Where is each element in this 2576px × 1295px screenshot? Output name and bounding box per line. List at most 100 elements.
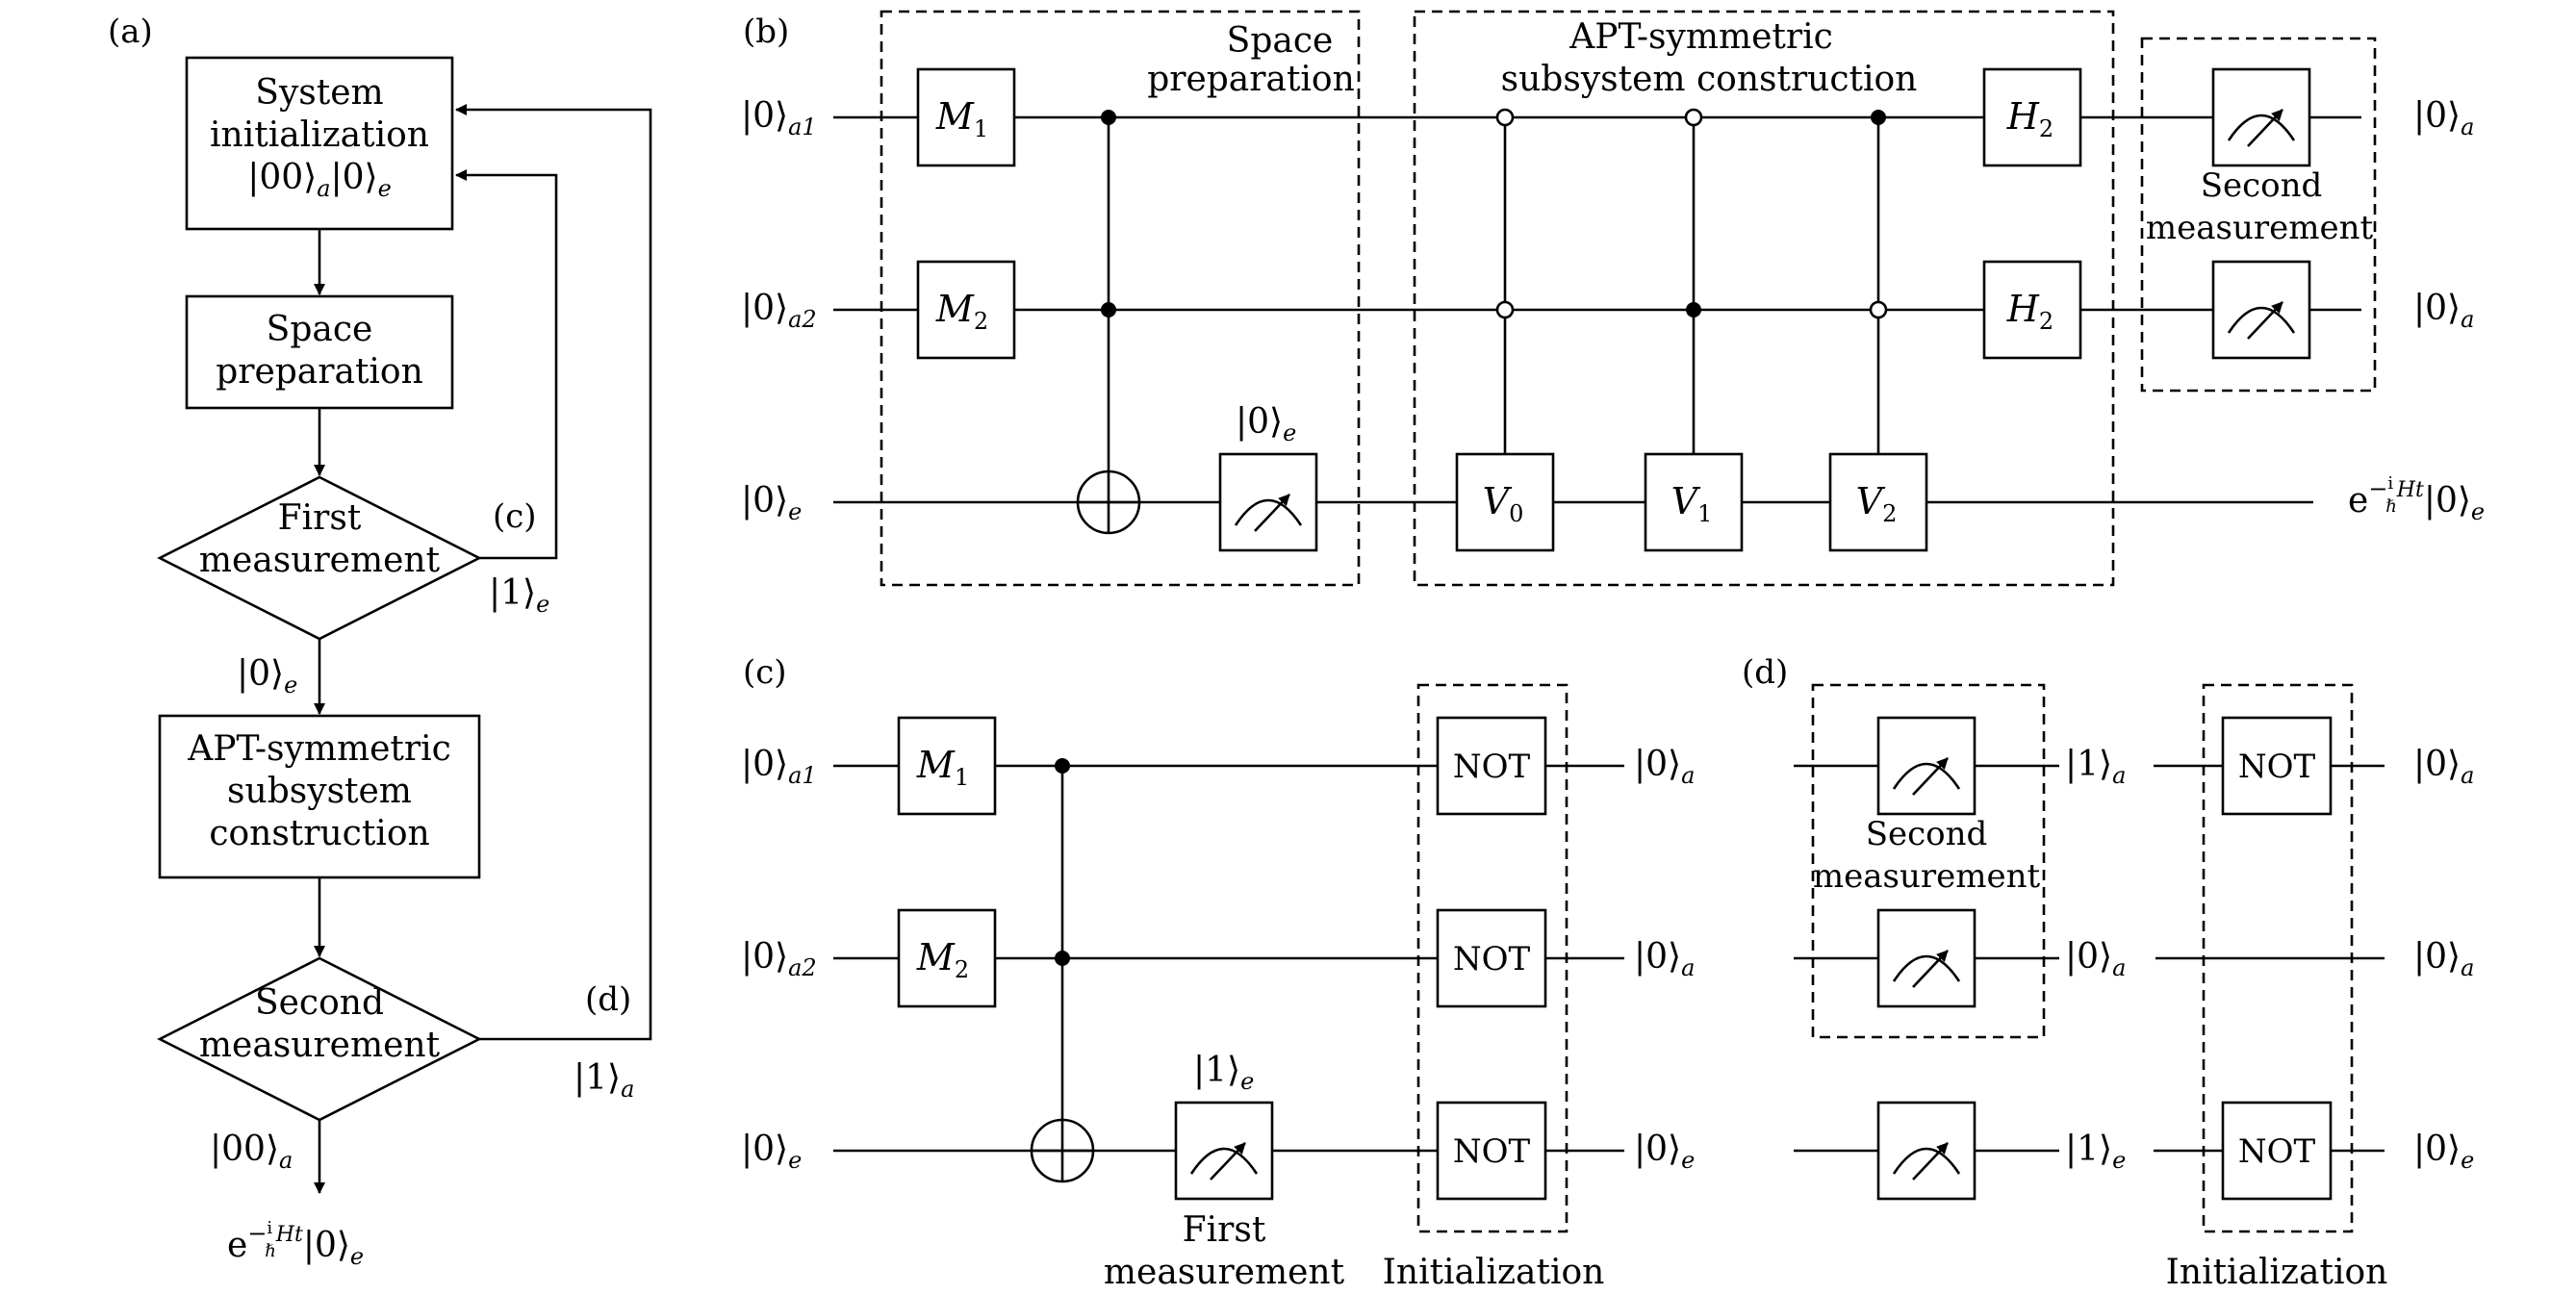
region-second-measurement bbox=[2140, 37, 2377, 393]
d-mid-a-top: |1⟩a bbox=[2065, 745, 2126, 789]
c-gate-m1-label: M1 bbox=[916, 744, 969, 791]
d-output-e: |0⟩e bbox=[2413, 1130, 2474, 1174]
meter-e-dial bbox=[1234, 498, 1303, 526]
d-mid-e: |1⟩e bbox=[2065, 1130, 2126, 1174]
d-meter-e-dial bbox=[1892, 1147, 1961, 1175]
d-meter-a1-needle bbox=[1912, 757, 1949, 796]
d-meter-a2 bbox=[1876, 908, 1977, 1008]
region-space-label-1: Space bbox=[1227, 21, 1334, 61]
c-input-e: |0⟩e bbox=[741, 1130, 802, 1174]
box-system-initialization bbox=[185, 56, 454, 231]
c-toffoli-control-a2 bbox=[1055, 951, 1070, 966]
loop-d-arrow bbox=[455, 104, 652, 1041]
gate-v1 bbox=[1644, 452, 1744, 552]
d-not-a1-label: NOT bbox=[2238, 748, 2316, 786]
d-region-init-label: Initialization bbox=[2166, 1253, 2388, 1292]
c-gate-m2 bbox=[897, 908, 997, 1008]
v1-control-a2 bbox=[1686, 302, 1701, 317]
output-a-bottom: |0⟩a bbox=[2413, 289, 2474, 333]
meter-e bbox=[1218, 452, 1318, 552]
d-mid-a-mid: |0⟩a bbox=[2065, 937, 2126, 981]
region-apt-label-1: APT-symmetric bbox=[1569, 17, 1833, 57]
outcome-0e: |0⟩e bbox=[237, 654, 297, 698]
gate-v0 bbox=[1455, 452, 1555, 552]
box-init-line1: System bbox=[255, 73, 383, 113]
v1-control-a1 bbox=[1684, 108, 1703, 127]
box-init-line2: initialization bbox=[210, 115, 429, 155]
d-meter-e bbox=[1876, 1101, 1977, 1201]
c-toffoli-control-a1 bbox=[1055, 758, 1070, 774]
meter-e-needle bbox=[1254, 494, 1290, 532]
panel-b-circuit: (b) |0⟩a1 |0⟩a2 |0⟩e Space preparation A… bbox=[741, 10, 2485, 587]
panel-b-tag: (b) bbox=[743, 13, 789, 51]
outcome-1e: |1⟩e bbox=[489, 573, 549, 618]
gate-h2-bottom bbox=[1982, 260, 2082, 360]
diamond-first-line1: First bbox=[278, 498, 362, 538]
panel-d-tag: (d) bbox=[1742, 653, 1788, 692]
panel-c-tag: (c) bbox=[743, 653, 787, 692]
c-output-e: |0⟩e bbox=[1634, 1130, 1695, 1174]
region-second-label-1: Second bbox=[2201, 166, 2323, 205]
panel-d-circuit: (d) Second measurement |1⟩a |0⟩a |1⟩e NO… bbox=[1742, 653, 2474, 1292]
d-region-second-measurement bbox=[1811, 683, 2046, 1039]
panel-c-circuit: (c) |0⟩a1 |0⟩a2 |0⟩e M1 M2 |1⟩e First me… bbox=[741, 653, 1695, 1292]
c-meter-e-needle bbox=[1210, 1142, 1246, 1181]
panel-a-flowchart: (a) System initialization |00⟩a|0⟩e Spac… bbox=[108, 13, 652, 1270]
gate-m1-label: M1 bbox=[935, 95, 988, 142]
gate-m2-label: M2 bbox=[935, 288, 988, 335]
region-second-label-2: measurement bbox=[2146, 209, 2374, 247]
region-apt-label-2: subsystem construction bbox=[1501, 60, 1918, 99]
c-not-a2 bbox=[1436, 908, 1547, 1008]
meter-a1-dial bbox=[2227, 114, 2296, 141]
c-gate-m1 bbox=[897, 716, 997, 816]
c-output-a-top: |0⟩a bbox=[1634, 745, 1695, 789]
toffoli-control-a2 bbox=[1101, 302, 1116, 317]
gate-h2-top bbox=[1982, 67, 2082, 167]
outcome-00a: |00⟩a bbox=[210, 1130, 293, 1174]
diamond-first-line2: measurement bbox=[199, 541, 441, 580]
region-space-label-2: preparation bbox=[1147, 60, 1355, 99]
d-meter-a1 bbox=[1876, 716, 1977, 816]
gate-v0-label: V0 bbox=[1483, 480, 1524, 527]
d-region-initialization bbox=[2202, 683, 2354, 1233]
input-a2: |0⟩a2 bbox=[741, 289, 817, 333]
box-apt-line2: subsystem bbox=[227, 772, 412, 811]
box-apt-line3: construction bbox=[209, 814, 429, 853]
gate-m2 bbox=[916, 260, 1016, 360]
box-space-line2: preparation bbox=[216, 352, 423, 392]
meter-a2-dial bbox=[2227, 306, 2296, 334]
v2-control-a1 bbox=[1871, 110, 1886, 125]
c-gate-m2-label: M2 bbox=[916, 936, 969, 983]
c-meter-e-dial bbox=[1189, 1147, 1259, 1175]
meter-a2 bbox=[2211, 260, 2311, 360]
box-init-state: |00⟩a|0⟩e bbox=[247, 158, 392, 202]
d-region-second-label-2: measurement bbox=[1813, 857, 2041, 896]
region-apt-construction bbox=[1413, 10, 2115, 587]
input-a1: |0⟩a1 bbox=[741, 96, 817, 140]
d-meter-e-needle bbox=[1912, 1142, 1949, 1181]
v0-control-a2 bbox=[1495, 300, 1515, 319]
gate-v1-label: V1 bbox=[1671, 480, 1713, 527]
d-output-a-mid: |0⟩a bbox=[2413, 937, 2474, 981]
c-not-a1-label: NOT bbox=[1453, 748, 1531, 786]
gate-v2 bbox=[1828, 452, 1928, 552]
c-meter-caption-1: First bbox=[1183, 1210, 1266, 1250]
outcome-1a: |1⟩a bbox=[574, 1058, 634, 1103]
c-not-e bbox=[1436, 1101, 1547, 1201]
v2-control-a2 bbox=[1869, 300, 1888, 319]
loop-c-arrow bbox=[455, 169, 558, 560]
d-region-second-label-1: Second bbox=[1866, 815, 1988, 853]
box-space-preparation bbox=[185, 294, 454, 410]
region-space-preparation bbox=[880, 10, 1361, 587]
meter-e-label: |0⟩e bbox=[1236, 402, 1296, 446]
c-region-initialization bbox=[1416, 683, 1569, 1233]
d-meter-a1-dial bbox=[1892, 762, 1961, 790]
box-space-line1: Space bbox=[267, 310, 373, 349]
c-region-init-label: Initialization bbox=[1383, 1253, 1605, 1292]
c-not-a1 bbox=[1436, 716, 1547, 816]
c-meter-caption-2: measurement bbox=[1104, 1253, 1345, 1292]
output-a-top: |0⟩a bbox=[2413, 96, 2474, 140]
gate-m1 bbox=[916, 67, 1016, 167]
